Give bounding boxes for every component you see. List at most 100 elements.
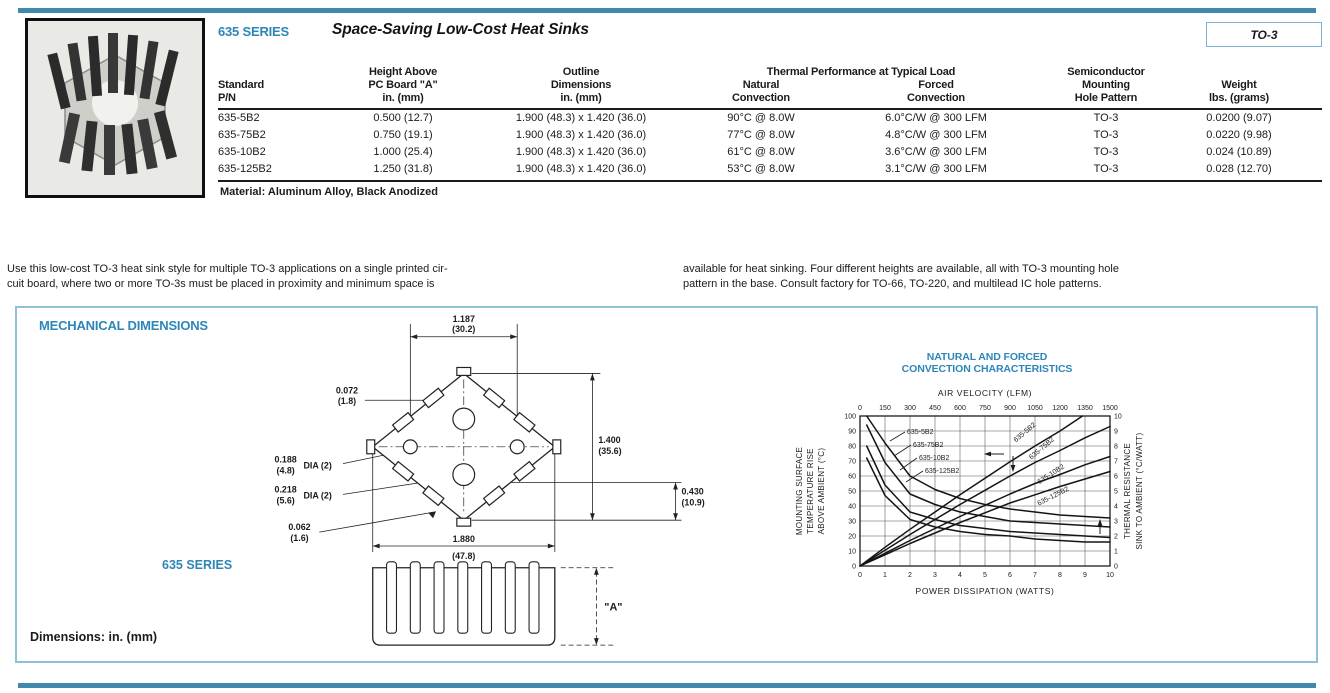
table-cell: 1.900 (48.3) x 1.420 (36.0): [515, 163, 647, 175]
col-header-pn: Standard P/N: [218, 79, 265, 104]
table-cell: 1.900 (48.3) x 1.420 (36.0): [515, 112, 647, 124]
table-cell: 3.6°C/W @ 300 LFM: [885, 146, 987, 158]
a-height-label: "A": [604, 601, 622, 613]
table-cell: 1.000 (25.4): [373, 146, 433, 158]
svg-text:8: 8: [1114, 444, 1118, 451]
svg-text:300: 300: [904, 405, 916, 412]
svg-text:(1.8): (1.8): [338, 396, 356, 406]
svg-text:SINK TO AMBIENT (°C/WATT): SINK TO AMBIENT (°C/WATT): [1135, 433, 1144, 550]
spec-table: Standard P/N Height Above PC Board "A" i…: [218, 66, 1322, 198]
svg-text:7: 7: [1033, 572, 1037, 579]
svg-text:MOUNTING SURFACE: MOUNTING SURFACE: [795, 447, 804, 535]
curve-inline-labels: 635-5B2 635-75B2 635-10B2 635-125B2: [1013, 422, 1071, 508]
svg-text:5: 5: [1114, 489, 1118, 496]
col-header-natural: Natural Convection: [732, 79, 790, 104]
svg-text:6: 6: [1114, 474, 1118, 481]
dimensions-units-note: Dimensions: in. (mm): [30, 630, 158, 644]
package-badge-label: TO-3: [1250, 27, 1278, 42]
table-cell: 53°C @ 8.0W: [727, 163, 795, 175]
svg-text:6: 6: [1008, 572, 1012, 579]
svg-text:70: 70: [848, 459, 856, 466]
svg-text:900: 900: [1004, 405, 1016, 412]
svg-text:1.187: 1.187: [453, 314, 475, 324]
svg-text:100: 100: [844, 414, 856, 421]
spec-table-header: Standard P/N Height Above PC Board "A" i…: [218, 66, 1322, 105]
svg-text:0: 0: [852, 564, 856, 571]
table-cell: 1.900 (48.3) x 1.420 (36.0): [515, 129, 647, 141]
convection-chart: NATURAL AND FORCED CONVECTION CHARACTERI…: [795, 351, 1144, 596]
svg-text:80: 80: [848, 444, 856, 451]
svg-text:50: 50: [848, 489, 856, 496]
chart-curves: [859, 415, 1111, 567]
left-axis-title: MOUNTING SURFACE TEMPERATURE RISE ABOVE …: [795, 447, 826, 535]
col-header-height: Height Above PC Board "A" in. (mm): [368, 66, 438, 104]
table-cell: TO-3: [1093, 163, 1119, 175]
axis-reference-arrows: [984, 451, 1103, 534]
table-cell: 635-5B2: [218, 112, 260, 124]
col-header-mounting: Semiconductor Mounting Hole Pattern: [1067, 66, 1145, 104]
svg-text:635-5B2: 635-5B2: [1013, 422, 1038, 444]
table-cell: 0.500 (12.7): [373, 112, 433, 124]
table-cell: 1.250 (31.8): [373, 163, 433, 175]
table-cell: 0.028 (12.70): [1206, 163, 1272, 175]
series-heading: 635 SERIES: [218, 24, 289, 39]
svg-text:(47.8): (47.8): [452, 551, 475, 561]
svg-text:9: 9: [1083, 572, 1087, 579]
svg-text:0.188: 0.188: [275, 455, 297, 465]
table-cell: 90°C @ 8.0W: [727, 112, 795, 124]
material-note: Material: Aluminum Alloy, Black Anodized: [220, 185, 438, 198]
svg-text:4: 4: [1114, 504, 1118, 511]
svg-text:30: 30: [848, 519, 856, 526]
svg-text:1: 1: [1114, 549, 1118, 556]
svg-text:(4.8): (4.8): [276, 466, 294, 476]
svg-text:9: 9: [1114, 429, 1118, 436]
svg-text:20: 20: [848, 534, 856, 541]
package-badge: TO-3: [1206, 22, 1322, 47]
right-axis-title: THERMAL RESISTANCE SINK TO AMBIENT (°C/W…: [1123, 433, 1144, 550]
svg-text:0.072: 0.072: [336, 385, 358, 395]
heat-sink-photo-illustration: [28, 21, 202, 195]
heat-sink-top-view: [366, 366, 562, 527]
svg-text:10: 10: [1114, 414, 1122, 421]
svg-text:(1.6): (1.6): [290, 533, 308, 543]
svg-text:0: 0: [858, 405, 862, 412]
page-title: Space-Saving Low-Cost Heat Sinks: [332, 21, 589, 38]
svg-text:THERMAL RESISTANCE: THERMAL RESISTANCE: [1123, 443, 1132, 539]
svg-text:0.430: 0.430: [681, 486, 703, 496]
svg-text:600: 600: [954, 405, 966, 412]
svg-text:150: 150: [879, 405, 891, 412]
svg-text:(30.2): (30.2): [452, 324, 475, 334]
svg-text:0.218: 0.218: [275, 484, 297, 494]
mechanical-dimensions-box: MECHANICAL DIMENSIONS 635 SERIES Dimensi…: [15, 306, 1318, 663]
svg-text:1350: 1350: [1077, 405, 1093, 412]
svg-text:3: 3: [1114, 519, 1118, 526]
col-header-weight: Weight lbs. (grams): [1209, 79, 1269, 104]
svg-text:750: 750: [979, 405, 991, 412]
chart-title-line2: CONVECTION CHARACTERISTICS: [902, 363, 1073, 375]
bottom-rule-bar: [18, 683, 1316, 688]
svg-text:7: 7: [1114, 459, 1118, 466]
col-header-forced: Forced Convection: [907, 79, 965, 104]
curve-legend: 635-5B2 635-75B2 635-10B2 635-125B2: [907, 429, 959, 475]
chart-title-line1: NATURAL AND FORCED: [927, 351, 1048, 363]
table-cell: 3.1°C/W @ 300 LFM: [885, 163, 987, 175]
svg-text:0: 0: [858, 572, 862, 579]
front-fins: [58, 110, 178, 175]
table-cell: 0.750 (19.1): [373, 129, 433, 141]
heat-sink-side-view: [372, 561, 556, 646]
svg-text:10: 10: [1106, 572, 1114, 579]
edge-notches: [366, 366, 562, 527]
back-fins: [47, 33, 179, 110]
svg-text:10: 10: [848, 549, 856, 556]
svg-text:ABOVE AMBIENT (°C): ABOVE AMBIENT (°C): [817, 448, 826, 535]
table-cell: TO-3: [1093, 112, 1119, 124]
table-cell: TO-3: [1093, 129, 1119, 141]
spec-table-body: 635-5B2 0.500 (12.7) 1.900 (48.3) x 1.420 …: [218, 110, 1322, 178]
table-cell: 635-75B2: [218, 129, 266, 141]
svg-text:3: 3: [933, 572, 937, 579]
svg-text:450: 450: [929, 405, 941, 412]
svg-text:4: 4: [958, 572, 962, 579]
table-cell: 77°C @ 8.0W: [727, 129, 795, 141]
table-cell: TO-3: [1093, 146, 1119, 158]
